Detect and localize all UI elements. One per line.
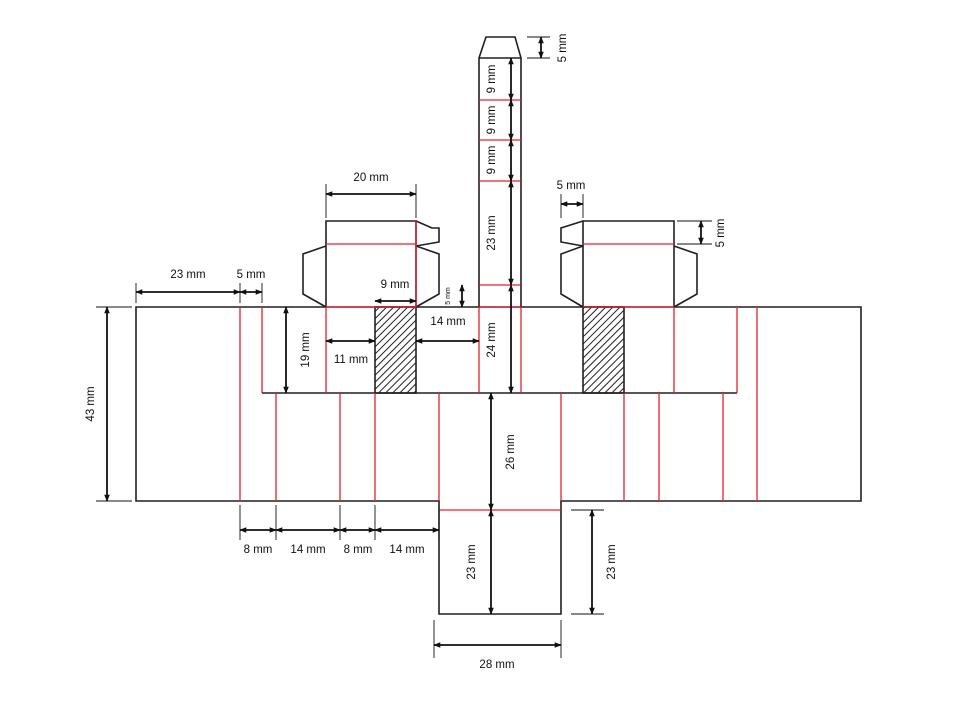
label-24: 24 mm bbox=[486, 322, 498, 357]
cut-lines bbox=[135, 36, 862, 615]
label-5-right-v: 5 mm bbox=[715, 219, 727, 248]
label-14-mid: 14 mm bbox=[430, 316, 465, 328]
dimension-labels: 23 mm 5 mm 20 mm 9 mm 5 mm 14 mm 19 mm 1… bbox=[85, 34, 727, 671]
label-23-bottom: 23 mm bbox=[466, 544, 478, 579]
fold-lines bbox=[239, 99, 758, 511]
label-8-b: 8 mm bbox=[344, 544, 373, 556]
right-lid-flap bbox=[582, 220, 675, 307]
label-9-b: 9 mm bbox=[486, 106, 498, 135]
label-5-small: 5 mm bbox=[445, 287, 452, 305]
left-dust-flap-right bbox=[415, 245, 440, 308]
label-9-h: 9 mm bbox=[381, 279, 410, 291]
right-lid-tuck bbox=[560, 220, 584, 247]
label-5-top: 5 mm bbox=[237, 269, 266, 281]
left-dust-flap-left bbox=[302, 245, 327, 308]
left-lid-tuck bbox=[415, 220, 440, 247]
main-band-outline bbox=[135, 306, 862, 615]
label-9-c: 9 mm bbox=[486, 146, 498, 175]
label-23-bottom-right: 23 mm bbox=[606, 544, 618, 579]
label-5-tip: 5 mm bbox=[557, 34, 569, 63]
label-14-b: 14 mm bbox=[389, 544, 424, 556]
label-8-a: 8 mm bbox=[244, 544, 273, 556]
label-5-right-h: 5 mm bbox=[557, 180, 586, 192]
label-9-a: 9 mm bbox=[486, 65, 498, 94]
label-19: 19 mm bbox=[300, 332, 312, 367]
left-glue-area bbox=[374, 306, 417, 394]
label-20: 20 mm bbox=[353, 172, 388, 184]
right-glue-area bbox=[582, 306, 625, 394]
right-dust-flap-left bbox=[560, 245, 584, 308]
label-14-a: 14 mm bbox=[290, 544, 325, 556]
label-23-top: 23 mm bbox=[170, 269, 205, 281]
label-28: 28 mm bbox=[479, 659, 514, 671]
right-dust-flap-right bbox=[673, 245, 698, 308]
label-43: 43 mm bbox=[85, 386, 97, 421]
label-23-tab: 23 mm bbox=[486, 215, 498, 250]
label-11: 11 mm bbox=[334, 354, 368, 366]
label-26: 26 mm bbox=[505, 434, 517, 469]
left-lid-flap bbox=[325, 220, 417, 307]
dimensions bbox=[96, 36, 712, 658]
